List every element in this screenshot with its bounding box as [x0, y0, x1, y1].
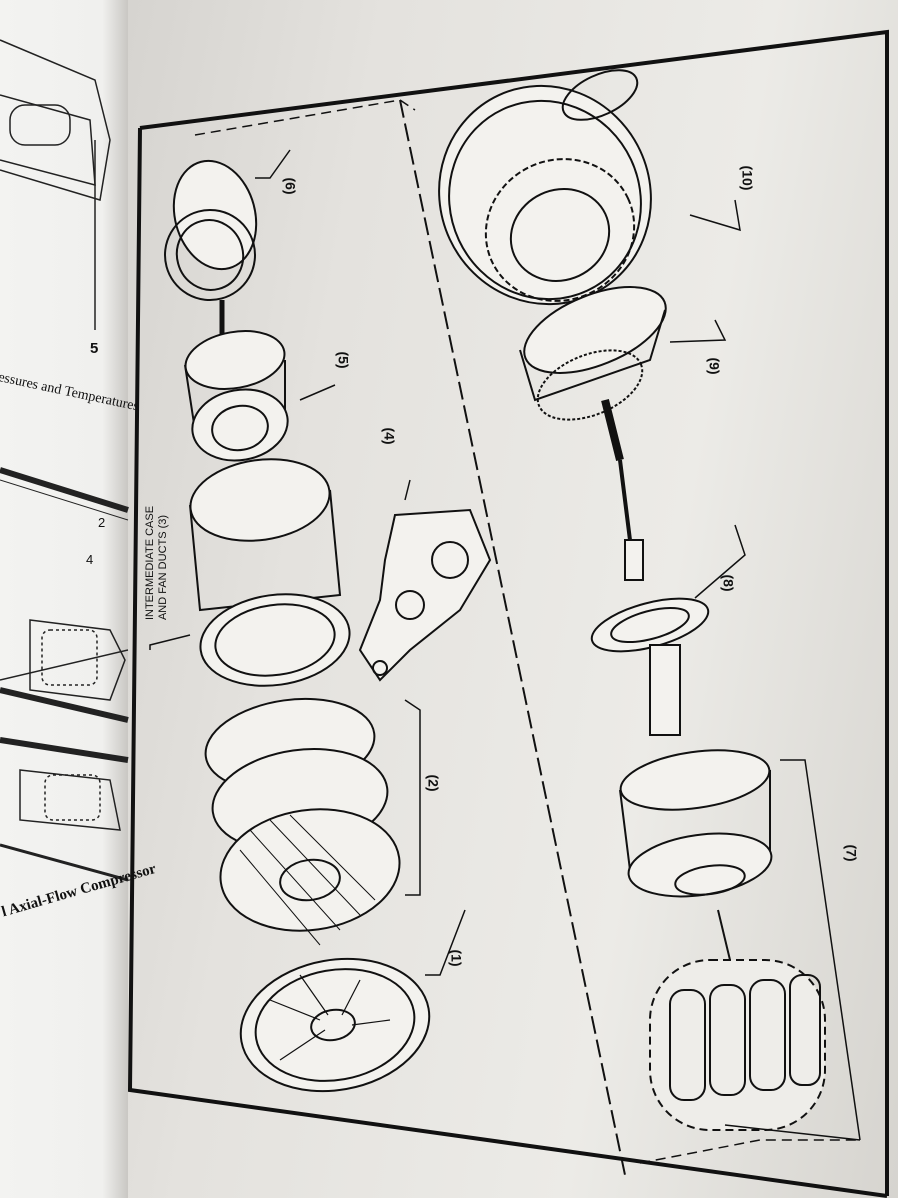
compressor-drum-part-9 [519, 286, 667, 581]
gearbox-part-4 [358, 508, 492, 682]
left-page-callout-2: 2 [98, 515, 106, 530]
callout-10: (10) [739, 165, 756, 191]
callout-5: (5) [335, 351, 352, 369]
page-frame [127, 29, 889, 1198]
inlet-fan-part-1 [239, 957, 431, 1093]
callout-3: INTERMEDIATE CASE AND FAN DUCTS (3) [144, 505, 170, 621]
combustor-cans [669, 974, 821, 1101]
intermediate-case-part-3 [189, 458, 351, 687]
callout-leaders [149, 149, 861, 1141]
turbine-disc-part-8 [590, 597, 710, 736]
front-ring-part-6 [164, 159, 258, 345]
callout-7: (7) [843, 844, 860, 862]
compressor-rotor-part-5 [184, 330, 289, 462]
callout-8: (8) [720, 574, 737, 592]
combustion-section-part-7 [619, 749, 826, 1131]
left-page-number-5: 5 [90, 340, 99, 357]
callout-6: (6) [282, 177, 299, 195]
callout-4: (4) [381, 427, 398, 445]
left-page [0, 0, 128, 1198]
left-page-illustrations [0, 39, 129, 882]
fan-stages-part-2 [204, 697, 401, 946]
callout-1: (1) [448, 949, 465, 967]
callout-9: (9) [706, 357, 723, 375]
left-page-callout-4: 4 [86, 552, 94, 567]
callout-2: (2) [425, 774, 442, 792]
